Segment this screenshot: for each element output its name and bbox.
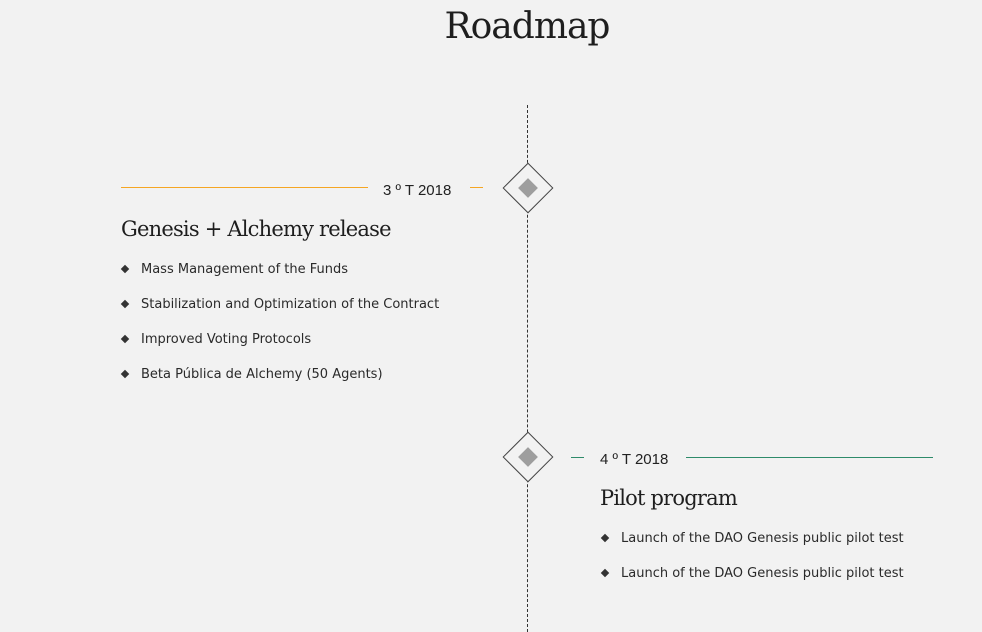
date-rule-short bbox=[470, 187, 483, 188]
list-item: Launch of the DAO Genesis public pilot t… bbox=[600, 531, 904, 547]
milestone-heading: Genesis + Alchemy release bbox=[121, 217, 392, 241]
list-item: Mass Management of the Funds bbox=[120, 262, 348, 278]
date-rule-short bbox=[571, 457, 584, 458]
bullet-diamond-icon bbox=[600, 568, 610, 578]
bullet-diamond-icon bbox=[120, 334, 130, 344]
milestone-date: 3 º T 2018 bbox=[383, 182, 452, 199]
page-title: Roadmap bbox=[444, 6, 611, 47]
list-item: Improved Voting Protocols bbox=[120, 332, 311, 348]
milestone-diamond-icon bbox=[502, 162, 554, 214]
list-item: Beta Pública de Alchemy (50 Agents) bbox=[120, 367, 383, 383]
timeline-axis bbox=[527, 105, 528, 632]
list-item: Launch of the DAO Genesis public pilot t… bbox=[600, 566, 904, 582]
milestone-heading: Pilot program bbox=[600, 486, 738, 510]
milestone-diamond-icon bbox=[502, 431, 554, 483]
list-item: Stabilization and Optimization of the Co… bbox=[120, 297, 439, 313]
date-rule-left bbox=[121, 187, 368, 188]
bullet-diamond-icon bbox=[120, 299, 130, 309]
bullet-diamond-icon bbox=[120, 264, 130, 274]
bullet-diamond-icon bbox=[120, 369, 130, 379]
bullet-diamond-icon bbox=[600, 533, 610, 543]
milestone-date: 4 º T 2018 bbox=[600, 451, 669, 468]
date-rule-right bbox=[686, 457, 933, 458]
